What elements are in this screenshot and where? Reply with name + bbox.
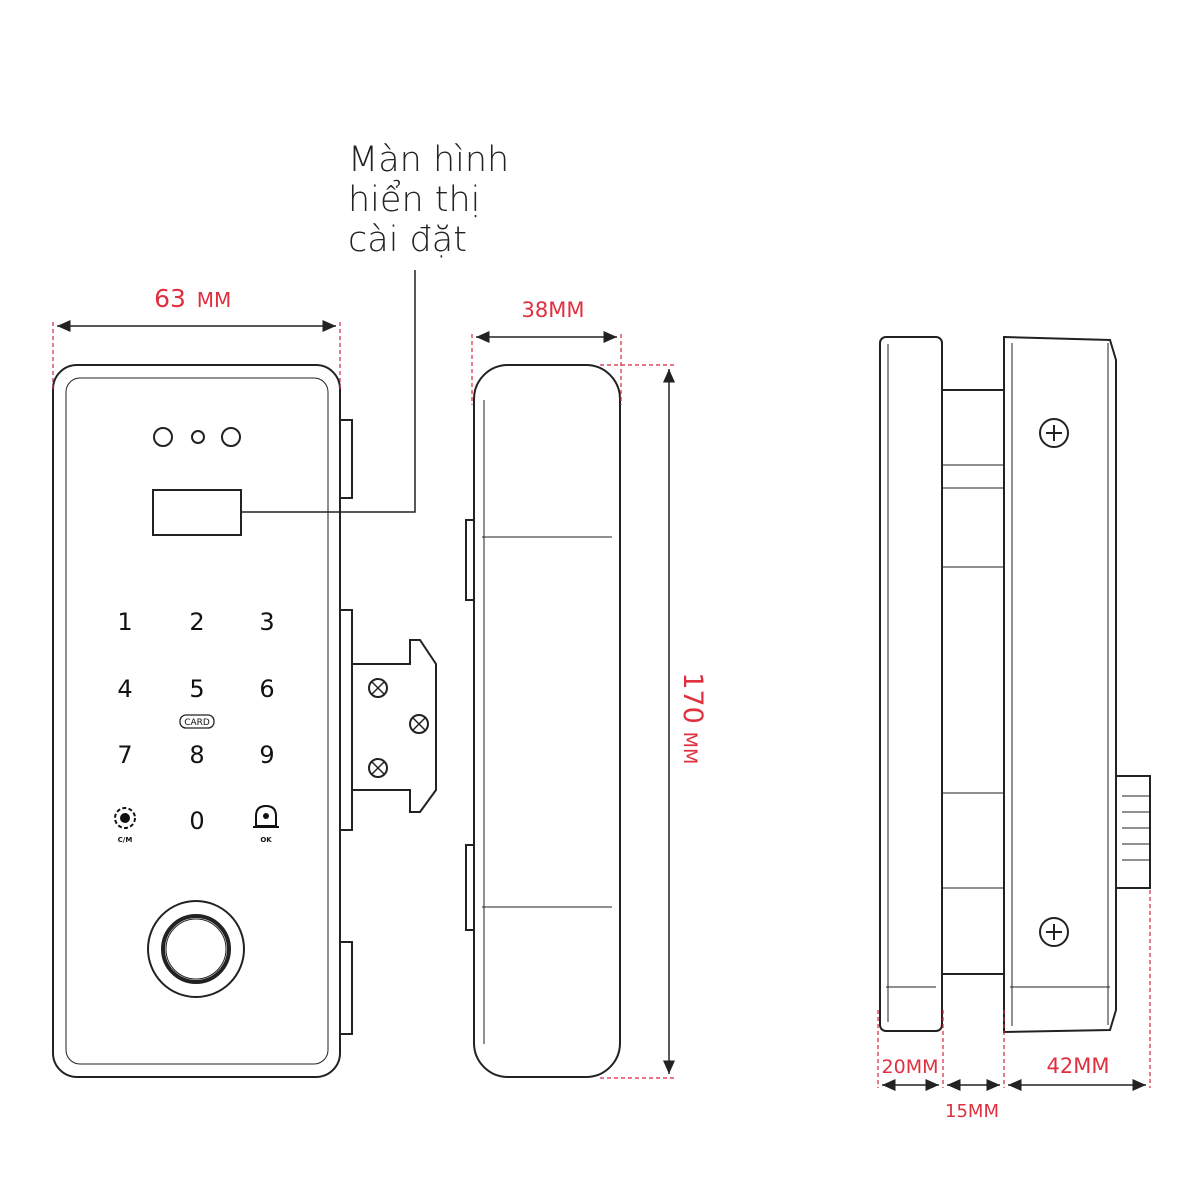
left-plate [879, 336, 943, 1032]
card-label: CARD [184, 718, 210, 728]
key-2: 2 [189, 608, 204, 636]
mount-screw-top [1039, 418, 1069, 448]
bolt-screw-3 [368, 758, 388, 778]
bolt-screw-2 [409, 714, 429, 734]
front-side-tab-top [339, 419, 353, 499]
front-body-inner [65, 377, 329, 1065]
knob [1115, 775, 1151, 889]
side-tab-top [465, 519, 475, 601]
fingerprint-ring [147, 900, 245, 998]
display-screen [152, 489, 242, 536]
sensor-center-icon [191, 430, 205, 444]
callout-line-2: hiển thị [348, 180, 481, 220]
key-9: 9 [259, 741, 274, 769]
key-8: 8 [189, 741, 204, 769]
width-value: 63 [154, 284, 186, 313]
settings-gear-icon: C/M [114, 807, 136, 844]
sensor-left-icon [153, 427, 173, 447]
callout-line-3: cài đặt [348, 220, 467, 260]
bell-caption: OK [260, 836, 272, 844]
key-4: 4 [117, 675, 132, 703]
glass-panel [941, 389, 1005, 975]
side-view [465, 364, 621, 1078]
glass-right-label: 42MM [1047, 1054, 1110, 1078]
mount-screw-bottom [1039, 917, 1069, 947]
height-unit: MM [679, 732, 701, 765]
gap-label: 15MM [945, 1101, 999, 1122]
key-3: 3 [259, 608, 274, 636]
settings-caption: C/M [118, 836, 133, 844]
depth-dimension: 38MM [471, 298, 622, 405]
card-badge: CARD [179, 714, 215, 729]
key-5: 5 [189, 675, 204, 703]
latch-bolt [352, 639, 437, 813]
side-tab-bottom [465, 844, 475, 931]
callout-leader-line [241, 270, 416, 513]
mount-view [879, 335, 1151, 1034]
fingerprint-sensor-icon [161, 914, 231, 984]
front-side-tab-bottom [339, 941, 353, 1035]
front-view [52, 270, 437, 1078]
side-body-outline [473, 364, 621, 1078]
height-value: 170 [677, 672, 708, 724]
right-body [1003, 335, 1117, 1034]
key-7: 7 [117, 741, 132, 769]
width-unit: MM [197, 288, 232, 312]
bell-icon: OK [253, 804, 279, 844]
key-1: 1 [117, 608, 132, 636]
sensor-right-icon [221, 427, 241, 447]
bolt-screw-1 [368, 678, 388, 698]
key-6: 6 [259, 675, 274, 703]
front-side-tab-mid [339, 609, 353, 831]
depth-label: 38MM [522, 298, 585, 322]
mount-dimensions: 20MM 15MM 42MM [877, 890, 1151, 1122]
width-dimension: 63 MM [52, 284, 341, 390]
keypad: 1 2 3 4 5 6 7 8 9 0 [117, 608, 274, 835]
height-dimension: 170 MM [600, 364, 708, 1079]
display-callout: Màn hình hiển thị cài đặt [348, 140, 509, 260]
key-0: 0 [189, 807, 204, 835]
callout-line-1: Màn hình [348, 140, 510, 180]
glass-left-label: 20MM [882, 1056, 939, 1078]
